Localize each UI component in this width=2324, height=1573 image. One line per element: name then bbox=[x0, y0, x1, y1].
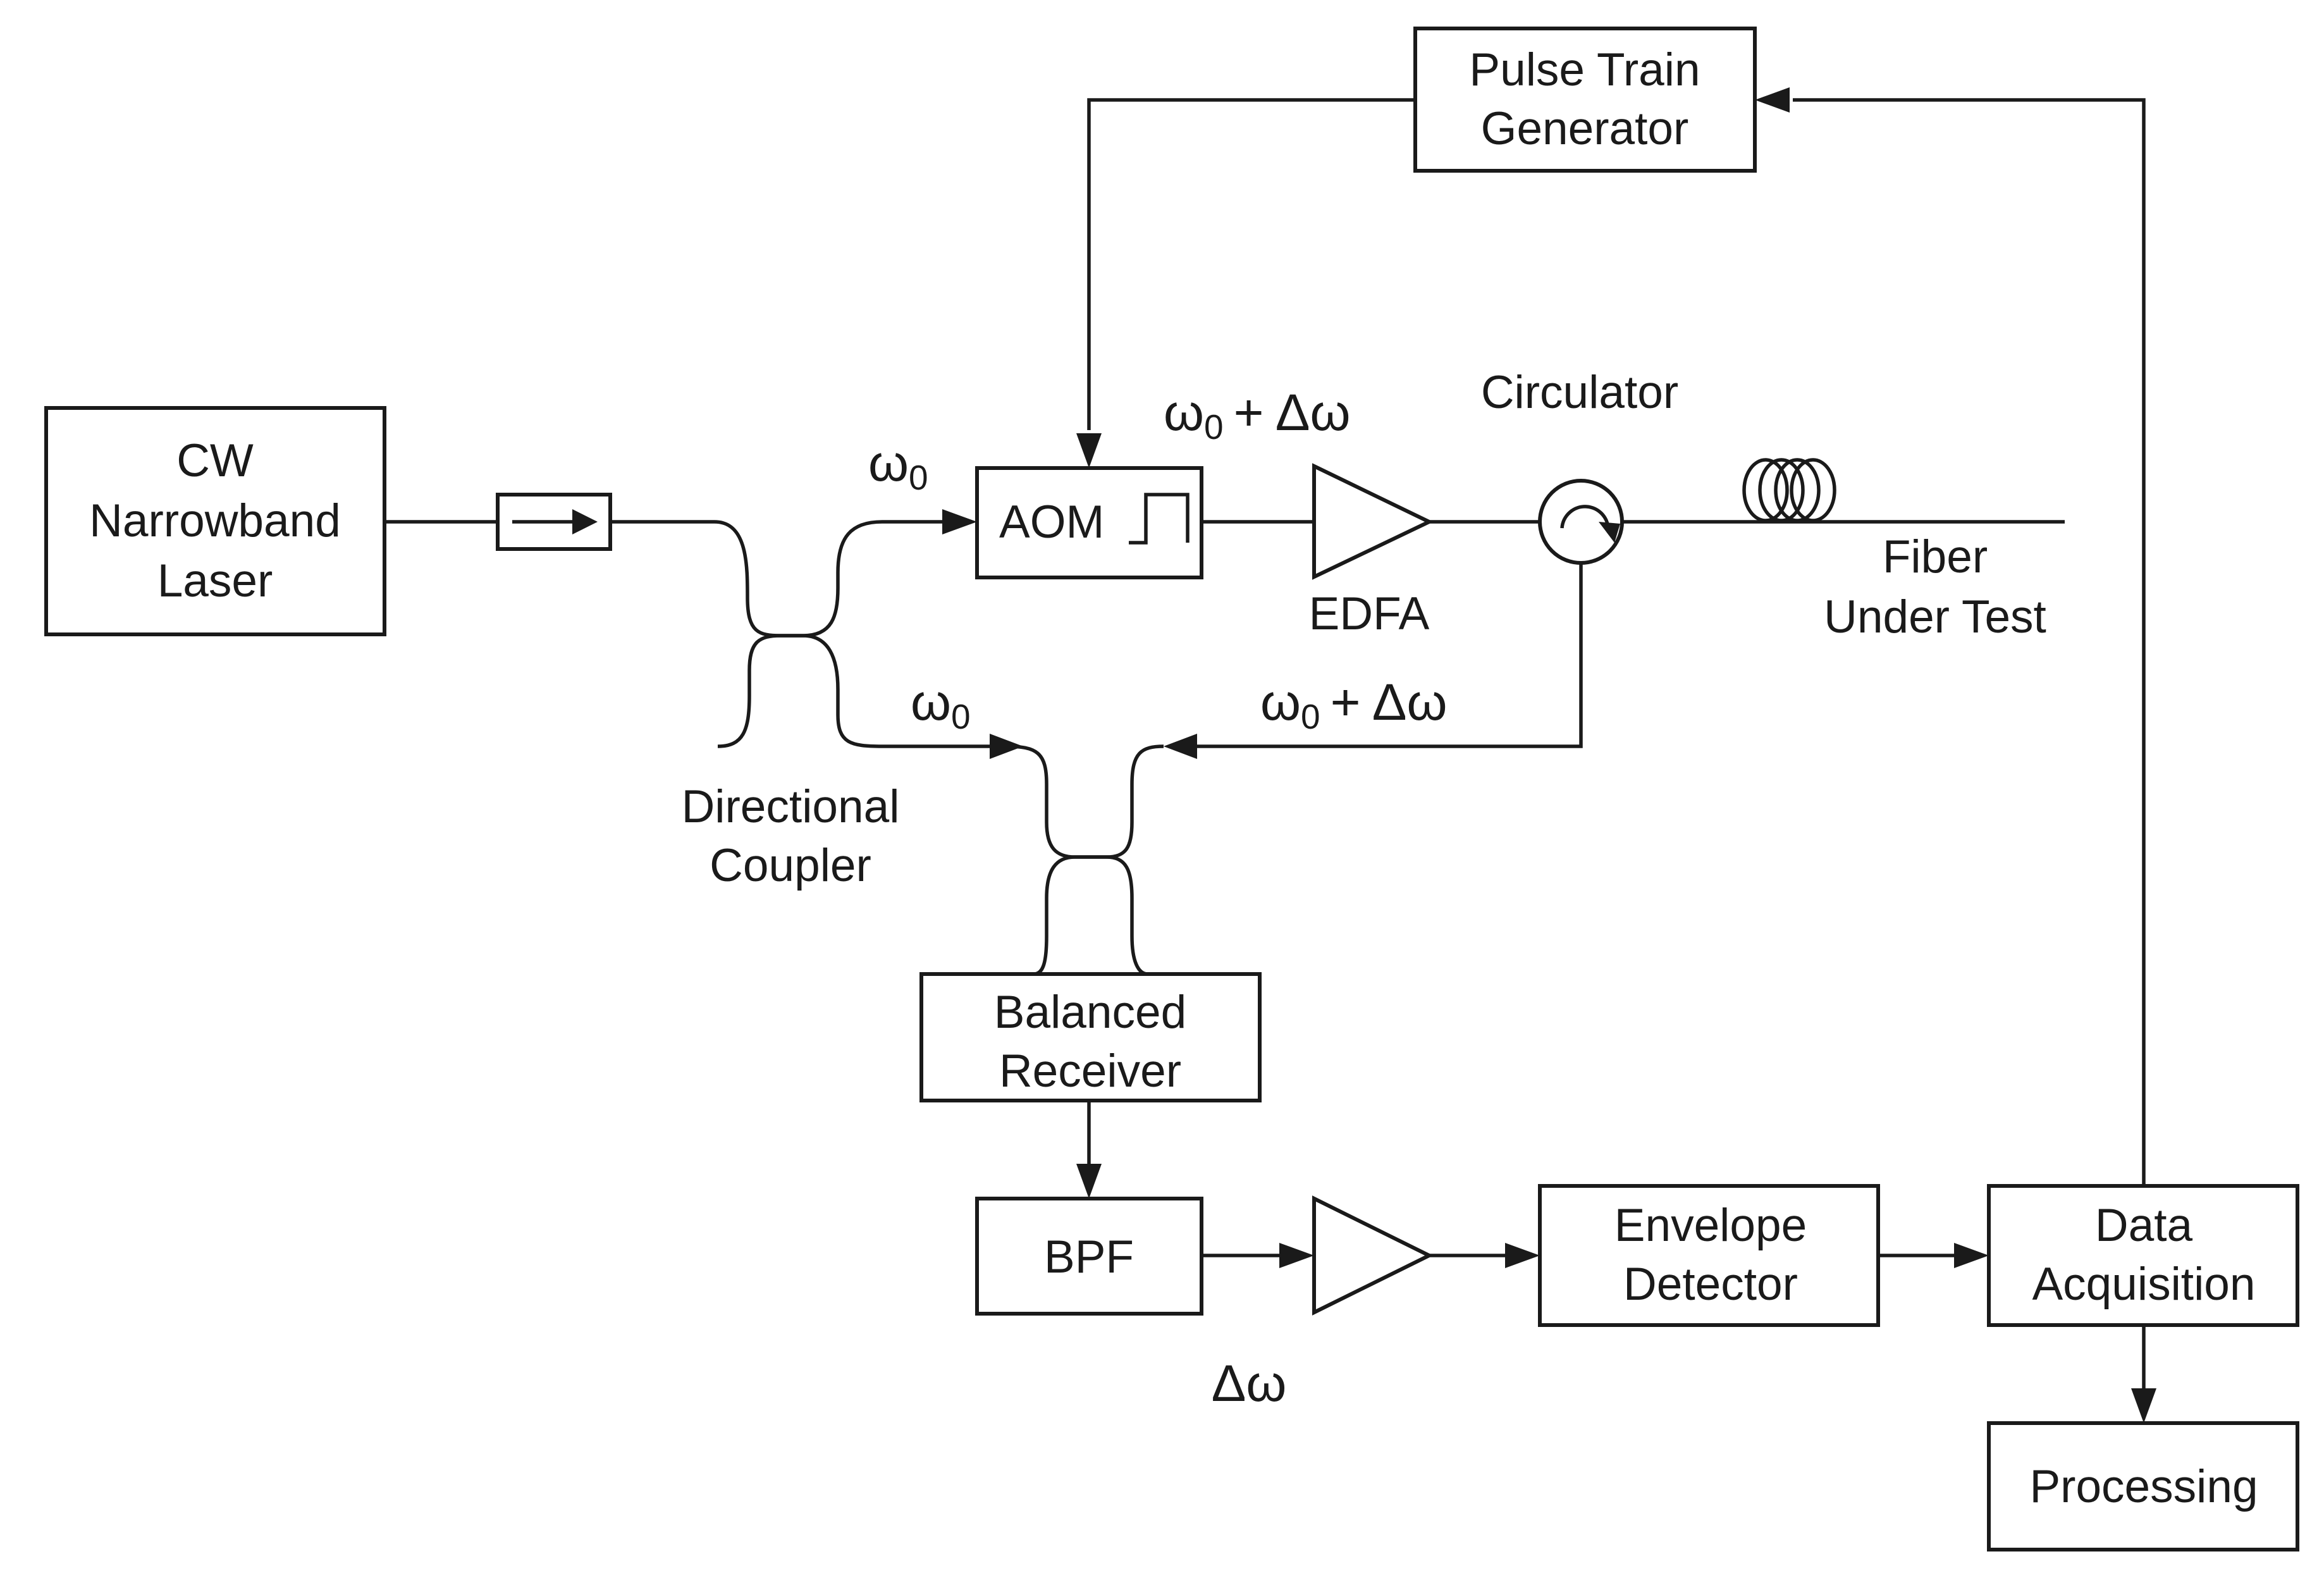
zero-subscript: 0 bbox=[1301, 697, 1320, 736]
arrow-into-daq bbox=[1954, 1243, 1989, 1268]
fiber-label-line-1: Fiber bbox=[1883, 531, 1988, 583]
bpf-block: BPF bbox=[975, 1197, 1203, 1316]
omega-symbol: ω bbox=[868, 435, 909, 492]
isolator bbox=[496, 493, 612, 551]
receiver-block: Balanced Receiver bbox=[919, 972, 1262, 1102]
envelope-detector-block: Envelope Detector bbox=[1538, 1184, 1880, 1327]
signal-label-shifted-lower: ω0 + Δω bbox=[1260, 674, 1448, 736]
pulse-generator-to-aom bbox=[1087, 98, 1415, 430]
circulator-rotation-arc bbox=[1560, 505, 1610, 532]
laser-label-line-2: Narrowband bbox=[89, 495, 341, 546]
circulator: Circulator bbox=[1481, 367, 1678, 565]
isolator-arrow-head bbox=[572, 509, 598, 534]
envelope-detector-label-line-1: Envelope bbox=[1614, 1200, 1807, 1251]
fiber-coil: Fiber Under Test bbox=[1742, 458, 2046, 643]
signal-label-shifted-upper: ω0+ Δω bbox=[1164, 384, 1351, 447]
processing-block: Processing bbox=[1987, 1421, 2299, 1551]
receiver-coupler-upper bbox=[1005, 744, 1164, 859]
arrow-into-envelope-detector bbox=[1505, 1243, 1540, 1268]
arrow-into-aom-top bbox=[1076, 433, 1102, 468]
circulator-label: Circulator bbox=[1481, 367, 1678, 418]
coupler-label-line-1: Directional bbox=[682, 781, 900, 832]
arrow-into-processing bbox=[2131, 1388, 2156, 1423]
arrow-into-bpf bbox=[1076, 1164, 1102, 1199]
receiver-label-line-2: Receiver bbox=[999, 1046, 1181, 1097]
processing-label: Processing bbox=[2029, 1461, 2258, 1512]
signal-label-delta-omega: Δω bbox=[1212, 1355, 1287, 1412]
coupler-label: Directional Coupler bbox=[682, 781, 900, 891]
data-acquisition-block: Data Acquisition bbox=[1987, 1184, 2299, 1327]
aom-block: AOM bbox=[975, 466, 1203, 579]
omega-symbol: ω bbox=[1260, 674, 1301, 731]
circulator-rotation-head bbox=[1599, 522, 1620, 543]
coupler-label-line-2: Coupler bbox=[710, 840, 871, 891]
laser-label-line-1: CW bbox=[176, 435, 254, 486]
edfa-triangle bbox=[1312, 463, 1434, 580]
aom-label: AOM bbox=[999, 497, 1104, 548]
zero-subscript: 0 bbox=[951, 697, 971, 736]
rf-amplifier-triangle bbox=[1312, 1195, 1434, 1316]
circulator-return-path bbox=[1189, 563, 1583, 748]
pulse-generator-label-line-1: Pulse Train bbox=[1469, 44, 1700, 96]
circulator-circle bbox=[1538, 479, 1624, 565]
pulse-generator-block: Pulse Train Generator bbox=[1413, 27, 1757, 173]
omega-symbol: ω bbox=[911, 674, 951, 731]
laser-block: CW Narrowband Laser bbox=[44, 406, 386, 636]
edfa-amplifier: EDFA bbox=[1309, 463, 1434, 639]
coupler-path-to-aom bbox=[717, 520, 949, 748]
receiver-label-line-1: Balanced bbox=[994, 987, 1186, 1038]
zero-subscript: 0 bbox=[1204, 407, 1224, 447]
plus-delta-term: + Δω bbox=[1331, 674, 1448, 731]
pulse-generator-label-line-2: Generator bbox=[1481, 103, 1689, 154]
plus-delta-term: + Δω bbox=[1234, 384, 1351, 441]
zero-subscript: 0 bbox=[909, 458, 928, 497]
envelope-detector-label-line-2: Detector bbox=[1623, 1259, 1798, 1310]
signal-label-omega0-lower: ω0 bbox=[911, 674, 971, 736]
data-acquisition-label-line-2: Acquisition bbox=[2032, 1259, 2255, 1310]
edfa-label: EDFA bbox=[1309, 588, 1430, 639]
fiber-label-line-2: Under Test bbox=[1824, 591, 2046, 643]
arrow-into-receiver-coupler-right bbox=[1164, 734, 1197, 759]
arrow-into-aom bbox=[942, 509, 977, 534]
electrical-paths bbox=[1076, 87, 2156, 1423]
laser-label-line-3: Laser bbox=[157, 555, 273, 607]
daq-to-pulse-generator bbox=[1793, 98, 2146, 1186]
receiver-coupler-lower bbox=[1033, 855, 1148, 976]
signal-label-omega0-upper: ω0 bbox=[868, 435, 928, 497]
bpf-label: BPF bbox=[1044, 1231, 1134, 1283]
rf-amplifier bbox=[1312, 1195, 1434, 1316]
data-acquisition-label-line-1: Data bbox=[2095, 1200, 2193, 1251]
arrow-into-pulse-generator bbox=[1755, 87, 1790, 113]
optical-paths bbox=[384, 509, 2065, 976]
arrow-into-amplifier bbox=[1279, 1243, 1314, 1268]
pulse-shape-icon bbox=[1129, 493, 1190, 545]
omega-symbol: ω bbox=[1164, 384, 1204, 441]
